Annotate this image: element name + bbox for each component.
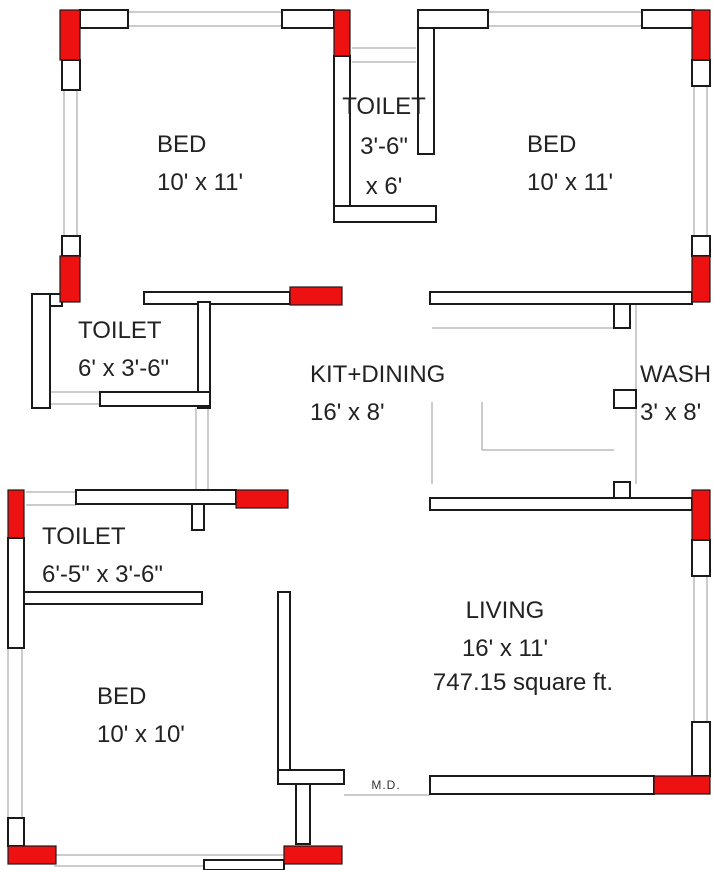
room-toilet-bottom-left: TOILET 6'-5" x 3'-6" (42, 523, 163, 588)
room-size: 3' x 8' (640, 399, 701, 426)
room-size: 6'-5" x 3'-6" (42, 561, 163, 588)
room-name: TOILET (78, 317, 162, 344)
room-name: TOILET (42, 523, 126, 550)
main-door-label: M.D. (371, 778, 400, 792)
room-size: 6' x 3'-6" (78, 355, 169, 382)
room-size: 10' x 11' (527, 169, 613, 196)
room-bed-bottom-left: BED 10' x 10' (97, 683, 185, 748)
room-name: KIT+DINING (310, 361, 445, 388)
room-name: BED (527, 131, 576, 158)
columns (7, 9, 711, 865)
room-area: 747.15 square ft. (433, 669, 613, 696)
room-size: 16' x 11' (462, 635, 548, 662)
room-name: LIVING (466, 597, 545, 624)
room-size: x 6' (366, 173, 403, 200)
room-toilet-left: TOILET 6' x 3'-6" (78, 317, 169, 382)
room-name: TOILET (342, 93, 426, 120)
walls (7, 9, 711, 870)
room-size: 3'-6" (360, 133, 408, 160)
room-bed-top-right: BED 10' x 11' (527, 131, 613, 196)
room-size: 10' x 11' (157, 169, 243, 196)
room-living: LIVING 16' x 11' 747.15 square ft. (433, 597, 613, 696)
room-kit-dining: KIT+DINING 16' x 8' (310, 361, 445, 426)
room-name: BED (157, 131, 206, 158)
room-bed-top-left: BED 10' x 11' (157, 131, 243, 196)
room-name: WASH (640, 361, 711, 388)
room-name: BED (97, 683, 146, 710)
room-toilet-top: TOILET 3'-6" x 6' (342, 93, 426, 200)
room-size: 10' x 10' (97, 721, 185, 748)
room-wash: WASH 3' x 8' (640, 361, 711, 426)
room-size: 16' x 8' (310, 399, 385, 426)
